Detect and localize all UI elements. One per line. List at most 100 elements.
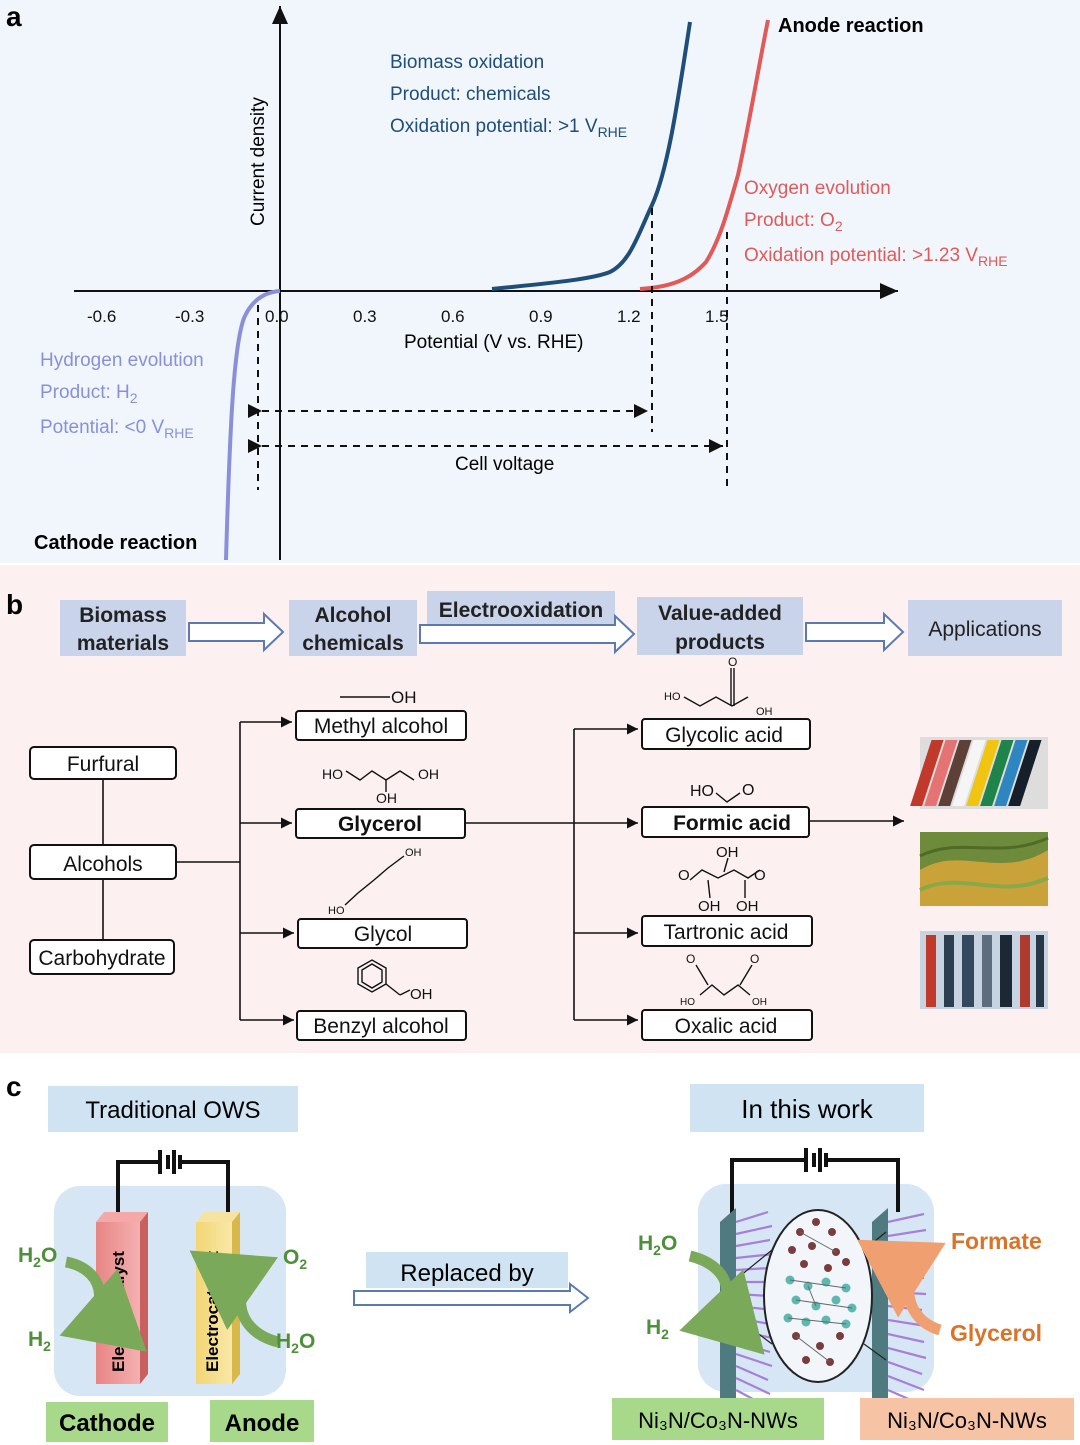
svg-text:Electrooxidation: Electrooxidation (439, 599, 604, 622)
product-connectors (465, 723, 904, 1026)
svg-text:H2O: H2O (638, 1232, 677, 1258)
svg-text:Electrocatalyst: Electrocatalyst (109, 1251, 128, 1372)
hydrogen-annotation: Hydrogen evolution Product: H2 Potential… (40, 350, 204, 441)
catalyst-label-left-box (612, 1398, 824, 1440)
replaced-by-box (366, 1252, 568, 1288)
panel-c-letter: c (6, 1071, 22, 1102)
x-tick-label: 1.5 (705, 307, 729, 326)
svg-text:OH: OH (736, 898, 759, 915)
anode-reaction-title: Anode reaction (778, 15, 924, 37)
flow-box-electrooxidation (427, 591, 615, 627)
flow-box-biomass (60, 600, 186, 656)
svg-text:OH: OH (698, 898, 721, 915)
source-carbohydrate: Carbohydrate (38, 947, 165, 970)
right-species-labels: H2O H2 Formate Glycerol (638, 1228, 1042, 1346)
title-traditional-ows-text: Traditional OWS (85, 1097, 260, 1124)
application-image-agriculture (919, 832, 1049, 906)
svg-text:Value-added: Value-added (658, 602, 782, 625)
svg-text:OH: OH (756, 706, 773, 718)
alcohol-structure-labels: OH HO OH OH OH HO OH (322, 688, 439, 1003)
cathode-label: Cathode (59, 1410, 155, 1437)
alcohol-methyl: Methyl alcohol (314, 715, 448, 738)
svg-text:materials: materials (77, 632, 169, 655)
application-image-polymers (920, 931, 1048, 1009)
svg-text:Oxidation potential: >1 VRHE: Oxidation potential: >1 VRHE (390, 116, 627, 140)
svg-text:Electrocatalyst: Electrocatalyst (203, 1251, 222, 1372)
panel-b-letter: b (6, 589, 23, 620)
product-glycolic: Glycolic acid (665, 724, 783, 747)
svg-text:OH: OH (405, 847, 422, 859)
left-circuit-wire (116, 1150, 230, 1218)
svg-text:HO: HO (328, 905, 345, 917)
svg-text:H2O: H2O (18, 1244, 57, 1270)
alcohol-structures (340, 696, 415, 996)
application-image-textiles (910, 737, 1048, 809)
svg-text:H2: H2 (646, 1316, 669, 1342)
catalyst-label-left: Ni₃N/Co₃N-NWs (638, 1408, 798, 1433)
svg-text:O: O (686, 952, 695, 966)
product-tartronic: Tartronic acid (664, 921, 789, 944)
product-structures (683, 668, 761, 996)
anode-label-box (210, 1400, 314, 1442)
flow-row: Biomass materials Alcohol chemicals Elec… (60, 591, 1062, 656)
glycerol-label: Glycerol (950, 1320, 1042, 1346)
x-tick-labels: -0.6 -0.3 0.0 0.3 0.6 0.9 1.2 1.5 (87, 307, 729, 326)
svg-text:OH: OH (410, 986, 433, 1003)
svg-text:O: O (678, 867, 690, 884)
svg-text:Alcohol: Alcohol (315, 604, 392, 627)
svg-text:Potential: <0 VRHE: Potential: <0 VRHE (40, 417, 194, 441)
dashed-guides (248, 208, 728, 490)
svg-text:OH: OH (391, 688, 417, 707)
x-axis-label: Potential (V vs. RHE) (404, 332, 584, 353)
anode-electrode: Electrocatalyst (196, 1212, 240, 1384)
product-formic: Formic acid (673, 812, 791, 835)
alcohol-boxes: Methyl alcohol Glycerol Glycol Benzyl al… (295, 710, 468, 1041)
title-this-work (690, 1084, 924, 1132)
product-oxalic: Oxalic acid (675, 1015, 778, 1038)
svg-text:Hydrogen evolution: Hydrogen evolution (40, 350, 204, 371)
right-reaction-arrows (679, 1239, 946, 1355)
svg-text:Product: chemicals: Product: chemicals (390, 84, 551, 105)
flow-arrows (188, 611, 905, 655)
flow-box-alcohol (289, 600, 417, 656)
biomass-annotation: Biomass oxidation Product: chemicals Oxi… (390, 52, 627, 140)
svg-text:Biomass: Biomass (79, 604, 167, 627)
source-furfural: Furfural (67, 753, 139, 776)
anode-label: Anode (225, 1410, 300, 1437)
x-tick-label: -0.6 (87, 307, 116, 326)
svg-text:OH: OH (376, 790, 397, 806)
svg-text:Product: O2: Product: O2 (744, 210, 843, 234)
svg-text:Oxygen evolution: Oxygen evolution (744, 178, 891, 199)
replaced-by-label: Replaced by (400, 1260, 533, 1287)
flow-box-value-added (637, 597, 803, 655)
alcohol-benzyl: Benzyl alcohol (313, 1015, 448, 1038)
alcohol-glycol: Glycol (354, 923, 412, 946)
svg-text:HO: HO (322, 766, 343, 782)
traditional-cell (54, 1186, 286, 1396)
product-boxes: Glycolic acid Formic acid Tartronic acid… (641, 718, 813, 1041)
svg-text:O2: O2 (283, 1246, 307, 1272)
product-structure-labels: O HO OH HO O OH O O OH OH O O HO OH (664, 655, 773, 1008)
svg-text:OH: OH (418, 766, 439, 782)
svg-text:OH: OH (716, 844, 739, 861)
svg-text:OH: OH (752, 997, 767, 1008)
source-boxes: Furfural Alcohols Carbohydrate (29, 746, 177, 975)
title-traditional-ows (48, 1086, 298, 1132)
panel-a-letter: a (6, 1, 22, 32)
cathode-reaction-title: Cathode reaction (34, 532, 197, 554)
cathode-label-box (46, 1402, 168, 1442)
svg-text:H2O: H2O (276, 1330, 315, 1356)
svg-text:O: O (742, 782, 754, 799)
source-connectors (102, 716, 294, 1026)
svg-text:H2: H2 (28, 1328, 51, 1354)
svg-text:Oxidation potential: >1.23 VRH: Oxidation potential: >1.23 VRHE (744, 245, 1008, 269)
svg-text:HO: HO (690, 783, 714, 800)
cell-voltage-label: Cell voltage (455, 454, 554, 475)
y-axis-label: Current density (248, 97, 269, 226)
x-tick-label: 0.0 (265, 307, 289, 326)
formate-label: Formate (951, 1228, 1042, 1254)
x-tick-label: 0.6 (441, 307, 465, 326)
catalyst-label-right: Ni₃N/Co₃N-NWs (887, 1408, 1047, 1433)
x-tick-label: 1.2 (617, 307, 641, 326)
